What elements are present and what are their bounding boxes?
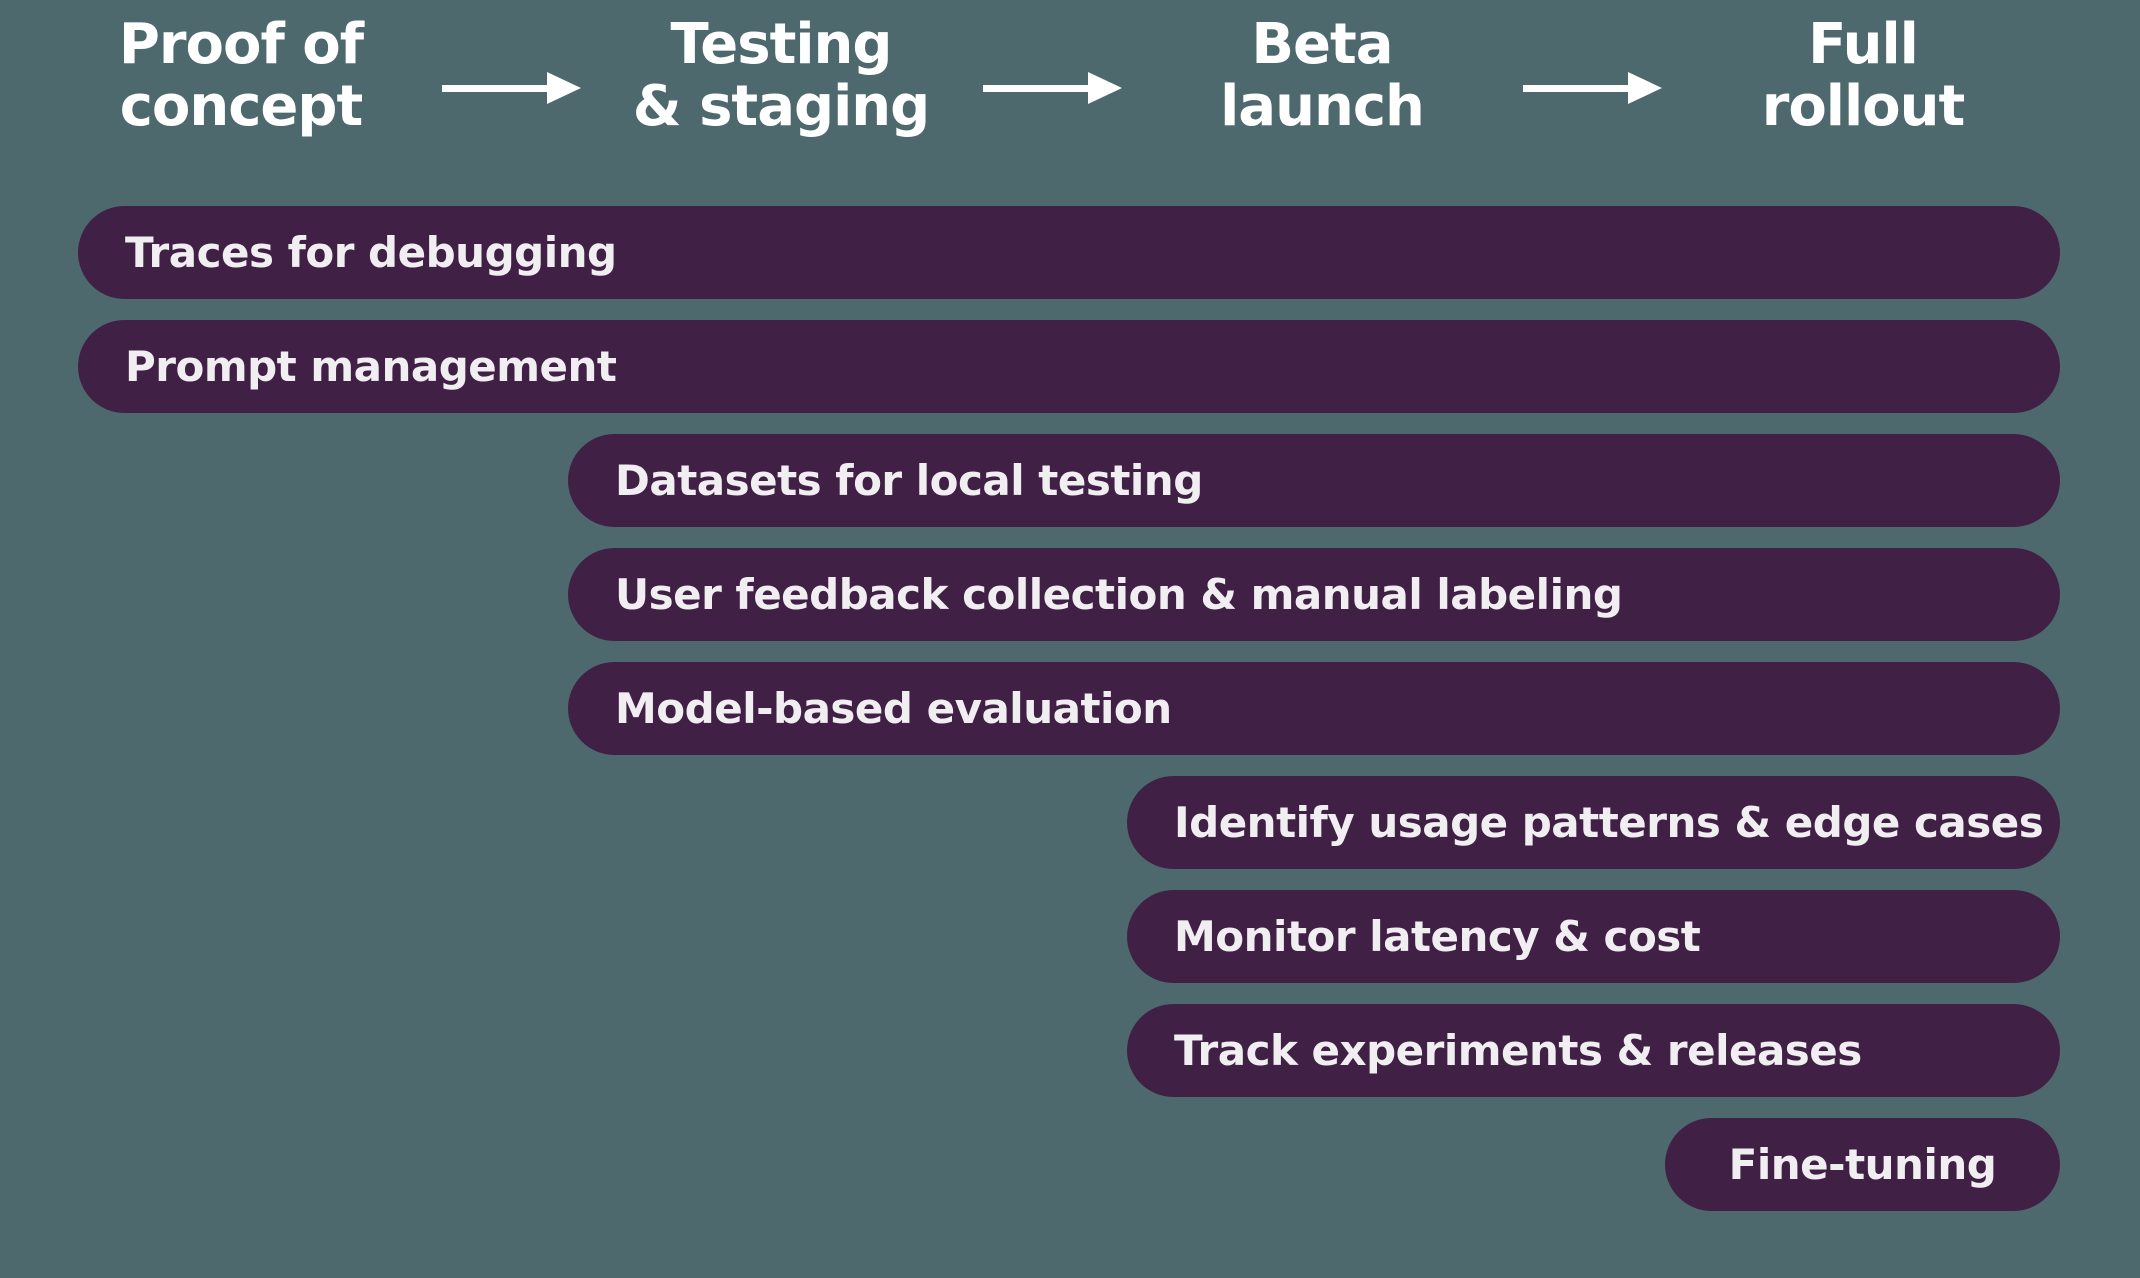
arrow-shaft (983, 84, 1095, 92)
bar-model-based-evaluation: Model-based evaluation (568, 662, 2060, 755)
arrow-head (1628, 72, 1662, 104)
bar-datasets-local-testing: Datasets for local testing (568, 434, 2060, 527)
stage-header-proof-of-concept: Proof of concept (118, 12, 364, 139)
bar-fine-tuning: Fine-tuning (1665, 1118, 2060, 1211)
bar-user-feedback-labeling: User feedback collection & manual labeli… (568, 548, 2060, 641)
stage-header-full-rollout: Full rollout (1761, 12, 1966, 139)
stage-header-beta-launch: Beta launch (1220, 12, 1425, 139)
bar-traces-for-debugging: Traces for debugging (78, 206, 2060, 299)
bar-prompt-management: Prompt management (78, 320, 2060, 413)
bar-track-experiments-releases: Track experiments & releases (1127, 1004, 2060, 1097)
arrow-right-icon (983, 72, 1122, 104)
arrow-head (547, 72, 581, 104)
arrow-head (1088, 72, 1122, 104)
stage-header-testing-staging: Testing & staging (632, 12, 930, 139)
bar-monitor-latency-cost: Monitor latency & cost (1127, 890, 2060, 983)
arrow-right-icon (1523, 72, 1662, 104)
arrow-shaft (1523, 84, 1635, 92)
arrow-shaft (442, 84, 554, 92)
arrow-right-icon (442, 72, 581, 104)
bar-identify-usage-patterns: Identify usage patterns & edge cases (1127, 776, 2060, 869)
